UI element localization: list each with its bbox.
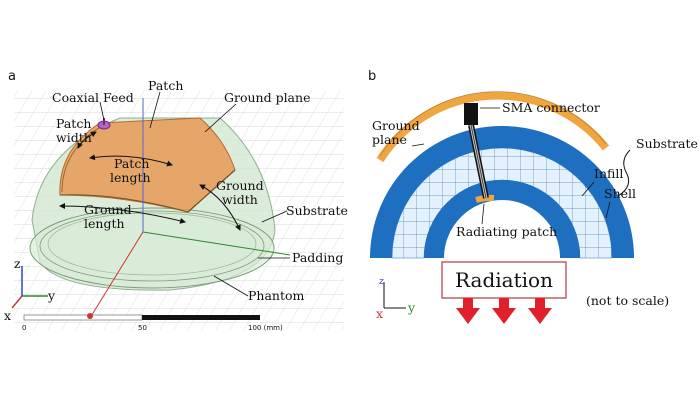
scale-0: 0 — [22, 324, 26, 332]
label-patch-length-2: length — [110, 170, 151, 185]
label-shell: Shell — [604, 186, 636, 201]
label-substrate-a: Substrate — [286, 203, 348, 218]
scale-50: 50 — [138, 324, 147, 332]
label-substrate-b: Substrate — [636, 136, 698, 151]
triad-a-x: x — [4, 308, 11, 323]
triad-a-y: y — [47, 288, 56, 303]
label-padding: Padding — [292, 250, 343, 265]
label-patch-width-2: width — [56, 130, 92, 145]
label-not-to-scale: (not to scale) — [586, 293, 669, 308]
label-patch: Patch — [148, 78, 183, 93]
axis-triad-a: z y x — [4, 256, 56, 323]
label-coaxial-feed: Coaxial Feed — [52, 90, 134, 105]
triad-b-z: z — [379, 277, 384, 287]
sma-connector — [464, 103, 489, 199]
triad-b-x: x — [376, 306, 383, 321]
radiating-patch-arc — [475, 194, 495, 203]
label-ground-length-2: length — [84, 216, 125, 231]
model-x-axis — [89, 231, 144, 319]
radiation-arrows — [456, 298, 552, 324]
panel-b: b SMA connector Ground plane Substrate I… — [368, 69, 698, 324]
label-patch-length-1: Patch — [114, 156, 149, 171]
outer-shell — [370, 126, 634, 258]
panel-a-label: a — [8, 69, 16, 84]
ground-plane-arc — [376, 91, 610, 163]
scale-bar: 0 50 100 (mm) — [22, 313, 283, 332]
model-y-axis — [142, 231, 291, 256]
panel-b-label: b — [368, 69, 376, 84]
label-ground-plane-b-2: plane — [372, 132, 407, 147]
dimension-arrows — [59, 131, 241, 231]
label-ground-plane-b-1: Ground — [372, 118, 420, 133]
label-ground-length-1: Ground — [84, 202, 132, 217]
inner-shell — [424, 180, 580, 258]
axis-triad-b: z y x — [376, 277, 416, 321]
triad-b-y: y — [407, 300, 416, 315]
label-radiation: Radiation — [455, 268, 553, 292]
triad-a-z: z — [14, 256, 21, 271]
label-ground-plane: Ground plane — [224, 90, 310, 105]
label-phantom: Phantom — [248, 288, 305, 303]
leader-lines — [99, 91, 290, 297]
label-radiating-patch: Radiating patch — [456, 224, 557, 239]
label-patch-width-1: Patch — [56, 116, 91, 131]
scale-100: 100 (mm) — [248, 324, 283, 332]
label-infill: Infill — [594, 166, 623, 181]
label-ground-width-2: width — [222, 192, 258, 207]
panel-a: a — [4, 69, 348, 332]
label-sma-connector: SMA connector — [502, 100, 600, 115]
label-ground-width-1: Ground — [216, 178, 264, 193]
substrate-brace — [617, 149, 631, 197]
